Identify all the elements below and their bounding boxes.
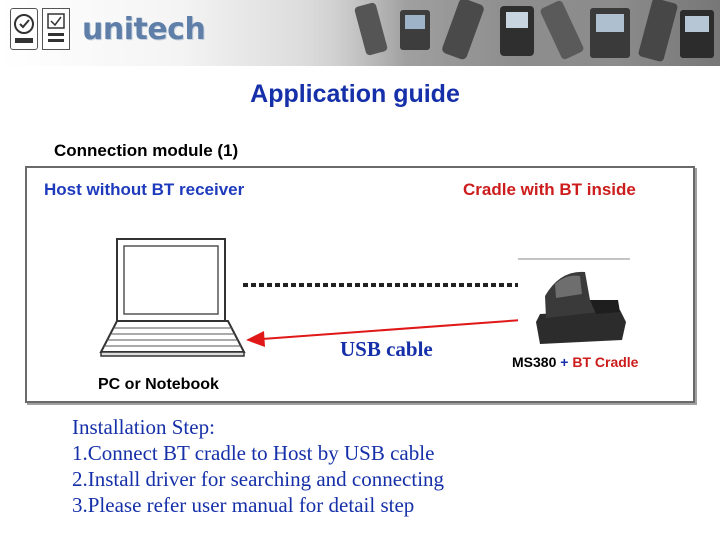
installation-step: 2.Install driver for searching and conne…: [72, 467, 445, 491]
section-title: Connection module (1): [54, 141, 239, 160]
installation-heading: Installation Step:: [72, 415, 215, 439]
usb-cable-arrow: [246, 318, 537, 347]
iso-certificate-icon: [42, 8, 70, 50]
usb-cable-label: USB cable: [340, 337, 433, 361]
device-label: MS380 + BT Cradle: [512, 354, 638, 370]
certificate-seal-icon: [10, 8, 38, 50]
header-banner: unitech: [0, 0, 720, 66]
installation-step: 1.Connect BT cradle to Host by USB cable: [72, 441, 435, 465]
installation-step: 3.Please refer user manual for detail st…: [72, 493, 415, 517]
host-label: Host without BT receiver: [44, 180, 245, 199]
laptop-icon: [99, 238, 246, 357]
device-model: MS380: [512, 354, 557, 370]
scanner-in-cradle-icon: [518, 258, 630, 344]
installation-steps: Installation Step: 1.Connect BT cradle t…: [72, 414, 444, 518]
device-plus: +: [556, 354, 573, 370]
cradle-label: Cradle with BT inside: [463, 180, 636, 199]
unitech-logo: unitech: [82, 12, 206, 47]
page-title: Application guide: [250, 80, 460, 108]
pc-label: PC or Notebook: [98, 376, 219, 393]
device-cradle: BT Cradle: [572, 354, 639, 370]
handheld-devices-photo: [300, 0, 720, 66]
